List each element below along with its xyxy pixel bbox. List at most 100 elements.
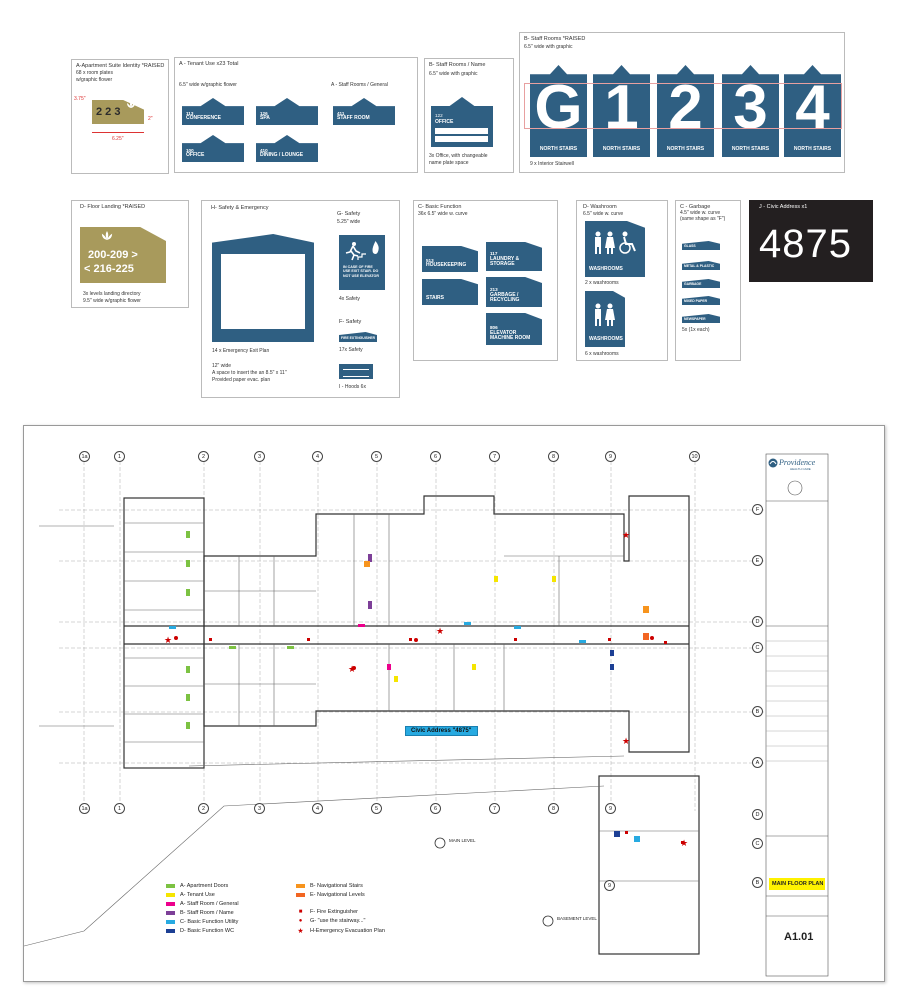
sign-stairs: STAIRS: [422, 279, 478, 305]
room-label: CONFERENCE: [186, 115, 222, 122]
grid-bubble: 3: [254, 803, 265, 814]
note: 12" wide: [212, 363, 232, 369]
evac-plan-insert: [221, 254, 305, 329]
svg-text:★: ★: [164, 636, 172, 646]
legend-item: A- Apartment Doors: [166, 883, 228, 889]
note: 14 x Emergency Exit Plan: [212, 348, 270, 354]
evac-plan-frame: [212, 234, 314, 342]
fire-exit-text: IN CASE OF FIRE USE EXIT STAIR. DO NOT U…: [343, 265, 379, 278]
level-range-2: < 216-225: [84, 263, 134, 275]
washroom-people-icon: [595, 303, 615, 326]
legend-swatch: [166, 884, 175, 888]
grid-bubble: 2: [198, 803, 209, 814]
floor-plan-drawing: ★★★ ★★★: [24, 453, 829, 977]
grid-bubble: 1a: [79, 451, 90, 462]
sheet-number: A1.01: [784, 931, 814, 943]
f-safety-title: F- Safety: [339, 319, 362, 325]
room-number: 122: [435, 113, 443, 118]
legend-item: E- Navigational Levels: [296, 892, 365, 898]
panel-floor-landing: D- Floor Landing *RAISED 200-209 > < 216…: [71, 200, 189, 308]
grid-bubble: D: [752, 809, 763, 820]
grid-bubble: D: [752, 616, 763, 627]
grid-bubble: C: [752, 838, 763, 849]
panel-stair-signs: B- Staff Rooms *RAISED 6.5" wide with gr…: [519, 32, 845, 173]
garbage-label: MIXED PAPER: [684, 299, 708, 303]
panel-garbage: C - Garbage 4.5" wide w. curve (same sha…: [675, 200, 741, 361]
note: 2 x washrooms: [585, 280, 619, 286]
grid-bubble: 9: [604, 880, 615, 891]
grid-bubble: B: [752, 877, 763, 888]
note: 36x 6.5" wide w. curve: [418, 211, 468, 217]
washroom-accessible-sign: WASHROOMS: [585, 221, 645, 277]
grid-bubble: 7: [489, 451, 500, 462]
grid-bubble: 5: [371, 451, 382, 462]
panel-title: B- Staff Rooms / Name: [429, 62, 486, 68]
legend-label: F- Fire Extinguisher: [310, 909, 358, 915]
logo-mark-icon: [768, 458, 778, 468]
room-number: 513: [426, 257, 434, 263]
level-range-1: 200-209 >: [88, 249, 138, 261]
note: 6.5" wide w/graphic flower: [179, 82, 237, 88]
subsection-title: A - Staff Rooms / General: [331, 82, 388, 88]
civic-number: 4875: [759, 222, 852, 266]
stair-caption: NORTH STAIRS: [793, 146, 832, 152]
room-label: OFFICE: [435, 119, 454, 125]
grid-bubble: 1: [114, 803, 125, 814]
legend-item: ■ F- Fire Extinguisher: [296, 909, 358, 915]
note: name plate space: [429, 160, 469, 166]
grid-bubble: A: [752, 757, 763, 768]
room-label: ELEVATOR MACHINE ROOM: [490, 329, 531, 342]
legend-swatch: [296, 884, 305, 888]
note: Provided paper evac. plan: [212, 377, 271, 383]
legend-label: A- Tenant Use: [180, 892, 215, 898]
legend-item: ★H-Emergency Evacuation Plan: [296, 927, 385, 935]
garbage-label: GLASS: [684, 244, 696, 248]
note: 9.5" wide w/graphic flower: [83, 298, 141, 304]
legend-item: D- Basic Function WC: [166, 928, 234, 934]
name-plate-slot: [435, 136, 488, 142]
panel-title: D- Floor Landing *RAISED: [80, 204, 146, 210]
running-man-icon: [345, 242, 366, 261]
dim-height: 3.75": [74, 96, 86, 102]
room-number: 213: [490, 287, 498, 293]
stairway-marker: ●: [298, 918, 303, 924]
legend-swatch: [166, 911, 175, 915]
garbage-sign-garbage: GARBAGE: [682, 279, 720, 288]
grid-bubble: 1: [114, 451, 125, 462]
svg-text:★: ★: [622, 531, 630, 541]
legend-label: E- Navigational Levels: [310, 892, 365, 898]
legend-label: C- Basic Function Utility: [180, 919, 239, 925]
hood-sign: [339, 364, 373, 379]
panel-title: D- Washroom: [583, 204, 617, 210]
note: 6 x washrooms: [585, 351, 619, 357]
grid-bubble: 7: [489, 803, 500, 814]
g-safety-title: G- Safety: [337, 211, 361, 217]
svg-text:★: ★: [622, 737, 630, 747]
garbage-sign-glass: GLASS: [682, 241, 720, 250]
panel-title: A-Apartment Suite Identity *RAISED: [76, 63, 165, 69]
legend-item: B- Staff Room / Name: [166, 910, 234, 916]
panel-staff-name: B- Staff Rooms / Name 6.5" wide with gra…: [424, 58, 514, 173]
note: I - Hoods 6x: [339, 384, 366, 390]
note: 6.5" wide with graphic: [429, 71, 478, 77]
room-label: DINING / LOUNGE: [260, 152, 304, 159]
fire-extinguisher-marker: ■: [298, 909, 303, 915]
fire-extinguisher-text: FIRE EXTINGUISHER: [341, 336, 376, 340]
washroom-label: WASHROOMS: [589, 336, 623, 343]
panel-tenant-use: A - Tenant Use x23 Total 6.5" wide w/gra…: [174, 57, 418, 173]
stair-sign-4: 4 NORTH STAIRS: [784, 65, 841, 157]
sheet-title-box: MAIN FLOOR PLAN: [769, 878, 825, 890]
stair-caption: NORTH STAIRS: [666, 146, 705, 152]
note: 5.25" wide: [337, 219, 361, 225]
grid-bubble: 4: [312, 451, 323, 462]
garbage-label: METAL & PLASTIC: [684, 264, 715, 268]
room-number: 410: [260, 147, 268, 153]
legend-swatch: [166, 929, 175, 933]
panel-apartment-identity: A-Apartment Suite Identity *RAISED 68 x …: [71, 59, 169, 174]
garbage-label: NEWSPAPER: [684, 317, 706, 321]
fire-icon: [372, 241, 379, 254]
panel-washroom: D- Washroom 6.5" wide w. curve WASHROOMS…: [576, 200, 668, 361]
room-number: 113: [186, 110, 194, 116]
